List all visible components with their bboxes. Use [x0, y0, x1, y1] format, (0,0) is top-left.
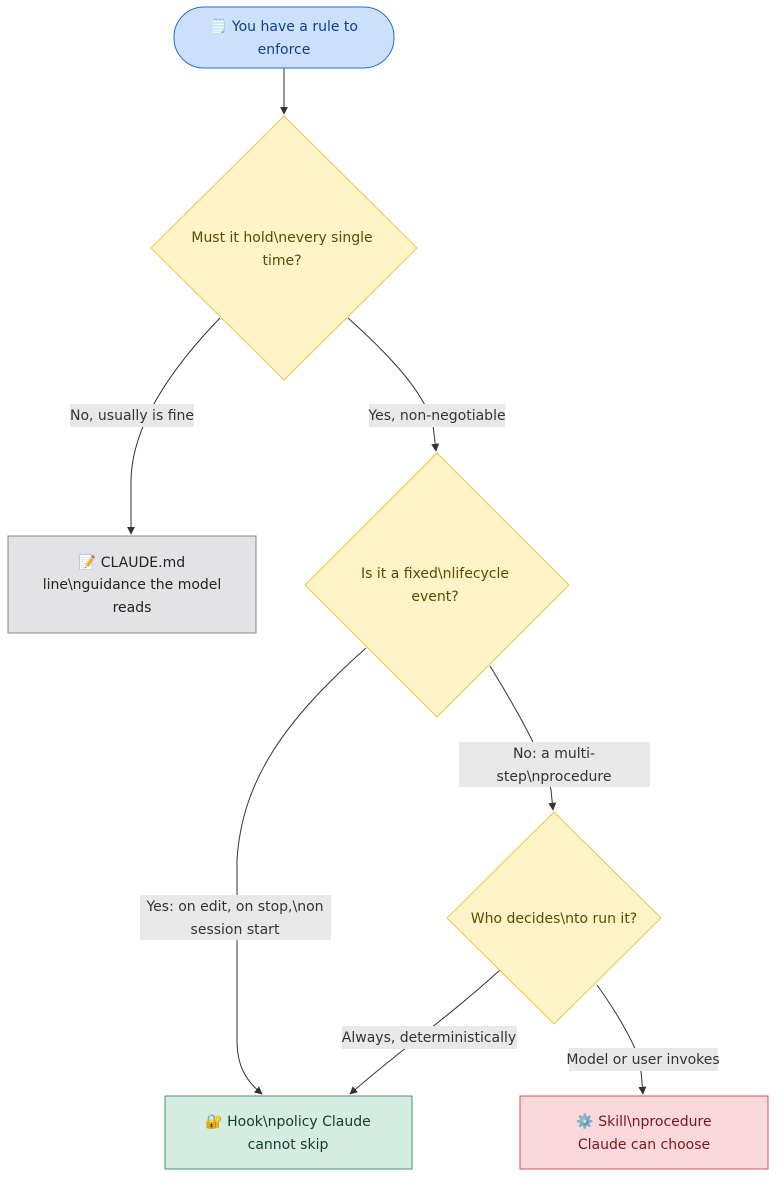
edge-label-d2-no-line2: step\nprocedure — [497, 769, 612, 785]
decision-must-hold: Must it hold\nevery single time? — [150, 115, 418, 381]
decision-must-hold-line2: time? — [262, 253, 301, 269]
node-hook: 🔐 Hook\npolicy Claude cannot skip — [164, 1095, 413, 1170]
node-start: 🗒️ You have a rule to enforce — [173, 6, 395, 69]
decision-who-decides-shape — [446, 811, 662, 1025]
node-skill: ⚙️ Skill\nprocedure Claude can choose — [519, 1095, 769, 1170]
edge-d2-to-hook — [236, 647, 367, 1095]
node-hook-line2: cannot skip — [248, 1137, 329, 1153]
decision-lifecycle-event-line1: Is it a fixed\nlifecycle — [361, 566, 509, 582]
decision-lifecycle-event-shape — [304, 452, 570, 718]
decision-lifecycle-event-line2: event? — [411, 589, 458, 605]
edge-label-d3-always-text: Always, deterministically — [342, 1030, 516, 1046]
edge-label-d2-yes-line2: session start — [191, 922, 280, 938]
edge-d2-to-d3 — [489, 665, 557, 811]
node-hook-line1: 🔐 Hook\npolicy Claude — [205, 1114, 371, 1130]
edge-label-d2-no: No: a multi- step\nprocedure — [459, 742, 650, 787]
decision-must-hold-shape — [150, 115, 418, 381]
node-claude-md: 📝 CLAUDE.md line\nguidance the model rea… — [7, 535, 257, 634]
edge-label-d1-no-text: No, usually is fine — [70, 408, 194, 424]
node-start-line2: enforce — [258, 42, 311, 58]
node-hook-shape — [164, 1095, 413, 1170]
edge-label-d2-no-line1: No: a multi- — [513, 746, 595, 762]
edge-label-d3-model: Model or user invokes — [566, 1048, 720, 1071]
edge-label-d3-always: Always, deterministically — [342, 1026, 517, 1049]
node-skill-line1: ⚙️ Skill\nprocedure — [576, 1113, 711, 1130]
edge-label-d2-yes: Yes: on edit, on stop,\non session start — [140, 895, 331, 940]
edge-d3-to-skill — [596, 984, 647, 1095]
node-claude-md-line1: 📝 CLAUDE.md — [79, 554, 185, 571]
node-claude-md-line3: reads — [113, 600, 152, 616]
edge-label-d1-yes: Yes, non-negotiable — [367, 404, 506, 427]
edge-label-d1-no: No, usually is fine — [70, 404, 194, 427]
edge-label-d1-yes-text: Yes, non-negotiable — [367, 408, 505, 424]
edge-d1-to-d2 — [347, 317, 440, 452]
node-claude-md-shape — [7, 535, 257, 634]
decision-lifecycle-event: Is it a fixed\nlifecycle event? — [304, 452, 570, 718]
decision-must-hold-line1: Must it hold\nevery single — [191, 230, 372, 246]
edge-label-d2-yes-line1: Yes: on edit, on stop,\non — [145, 899, 323, 915]
decision-who-decides-line1: Who decides\nto run it? — [471, 911, 637, 927]
edge-label-d3-model-text: Model or user invokes — [566, 1052, 719, 1068]
node-start-shape — [173, 6, 395, 69]
node-skill-shape — [519, 1095, 769, 1170]
node-start-line1: 🗒️ You have a rule to — [210, 18, 358, 35]
node-skill-line2: Claude can choose — [578, 1137, 710, 1153]
node-claude-md-line2: line\nguidance the model — [43, 577, 222, 593]
decision-who-decides: Who decides\nto run it? — [446, 811, 662, 1025]
